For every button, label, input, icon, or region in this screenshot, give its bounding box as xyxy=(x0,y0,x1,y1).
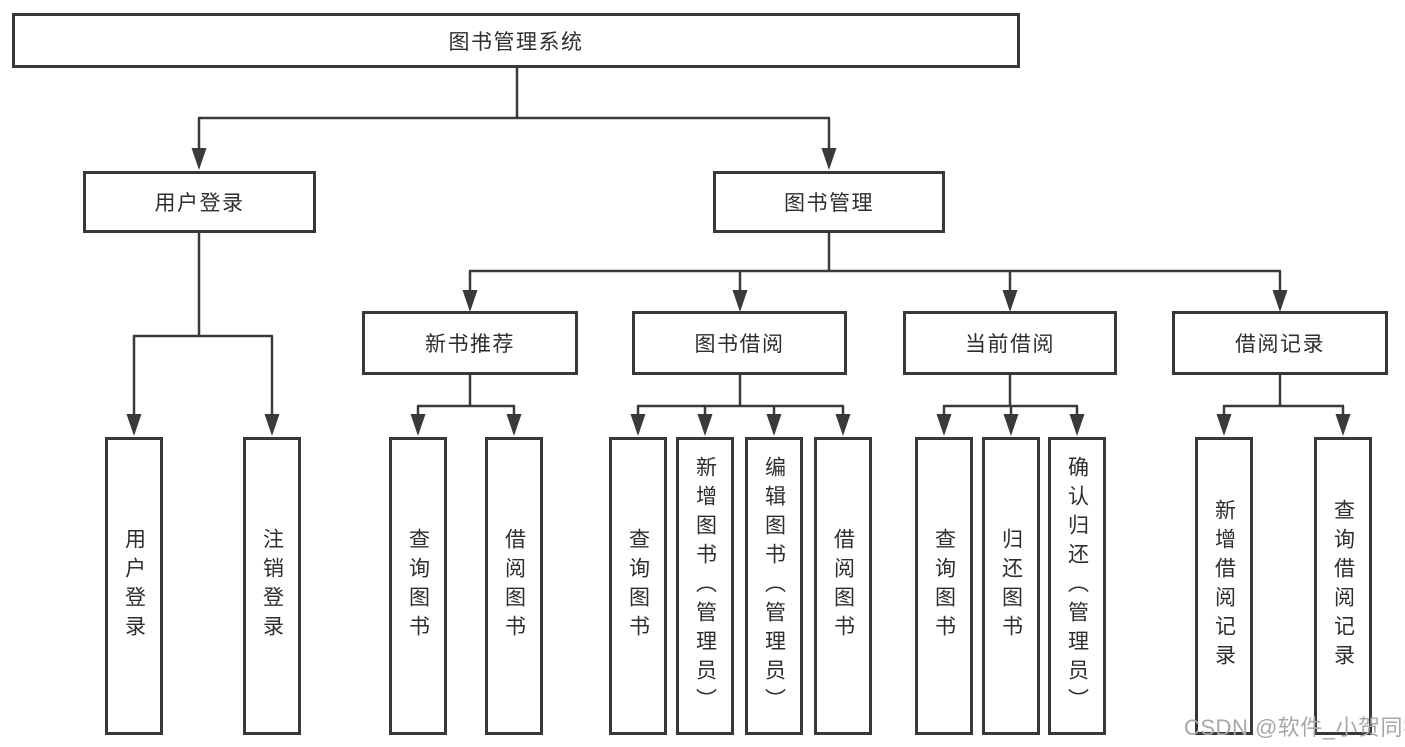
node-borrow-books-1: 借阅图书 xyxy=(485,437,543,735)
node-logout: 注销登录 xyxy=(243,437,301,735)
node-label: 查询图书 xyxy=(406,528,430,644)
node-return-books: 归还图书 xyxy=(982,437,1040,735)
node-user-login: 用户登录 xyxy=(105,437,163,735)
node-label: 确认归还（管理员） xyxy=(1065,455,1089,717)
node-add-borrow-record: 新增借阅记录 xyxy=(1195,437,1253,735)
node-query-books-1: 查询图书 xyxy=(389,437,447,735)
node-user-login-branch: 用户登录 xyxy=(83,171,316,233)
node-new-book-recommendation: 新书推荐 xyxy=(362,311,578,375)
csdn-watermark: CSDN @软件_小贺同学 xyxy=(1184,715,1405,740)
node-query-books-2: 查询图书 xyxy=(609,437,667,735)
node-query-books-3: 查询图书 xyxy=(915,437,973,735)
node-borrow-books-2: 借阅图书 xyxy=(814,437,872,735)
node-label: 编辑图书（管理员） xyxy=(762,455,786,717)
node-library-management-system: 图书管理系统 xyxy=(12,13,1020,68)
node-label: 查询图书 xyxy=(932,528,956,644)
node-borrowing-records: 借阅记录 xyxy=(1172,311,1388,375)
node-label: 借阅记录 xyxy=(1235,333,1325,356)
node-edit-book-admin: 编辑图书（管理员） xyxy=(745,437,803,735)
node-query-borrow-record: 查询借阅记录 xyxy=(1314,437,1372,735)
connector-paths xyxy=(132,68,1345,418)
node-label: 查询借阅记录 xyxy=(1331,499,1355,673)
node-label: 图书借阅 xyxy=(694,333,785,356)
node-label: 查询图书 xyxy=(626,528,650,644)
node-label: 图书管理系统 xyxy=(448,30,584,54)
node-current-borrowing: 当前借阅 xyxy=(903,311,1117,375)
node-label: 借阅图书 xyxy=(831,528,855,644)
node-confirm-return-admin: 确认归还（管理员） xyxy=(1048,437,1106,735)
node-label: 注销登录 xyxy=(260,528,284,644)
node-label: 归还图书 xyxy=(999,528,1023,644)
node-label: 用户登录 xyxy=(154,192,245,215)
node-label: 图书管理 xyxy=(784,192,874,215)
node-label: 借阅图书 xyxy=(502,528,526,644)
node-label: 当前借阅 xyxy=(965,333,1055,356)
node-label: 新增借阅记录 xyxy=(1212,499,1236,673)
node-label: 新书推荐 xyxy=(425,333,515,356)
node-label: 新增图书（管理员） xyxy=(693,455,717,717)
arrowheads xyxy=(126,148,1351,436)
node-add-book-admin: 新增图书（管理员） xyxy=(676,437,734,735)
node-label: 用户登录 xyxy=(122,528,146,644)
node-book-management: 图书管理 xyxy=(713,171,945,233)
node-book-borrowing: 图书借阅 xyxy=(632,311,847,375)
